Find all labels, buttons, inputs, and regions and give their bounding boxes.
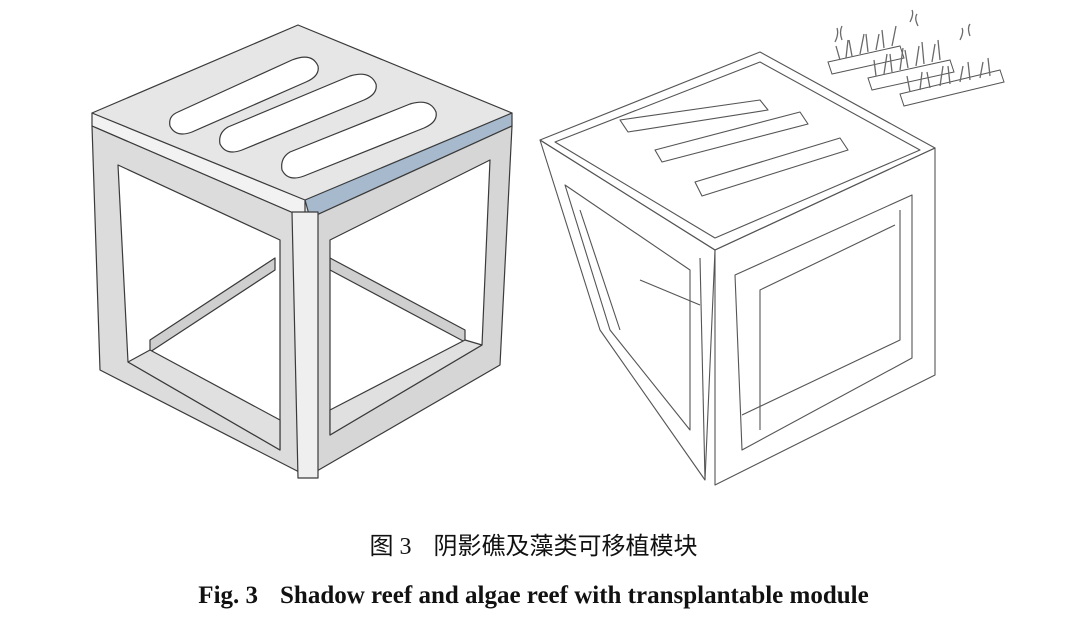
figure-caption-chinese: 图 3 阴影礁及藻类可移植模块 [0,526,1067,561]
shadow-reef-inner-bottom-right [329,339,483,436]
module-plate-1 [827,45,905,75]
figure-label-en: Fig. 3 [198,582,259,609]
figure-illustration [91,9,1005,486]
shadow-reef-cube [91,24,513,479]
algae-reef-left-inner-line-2 [639,279,701,306]
slot-1 [169,56,319,135]
algae-tips [834,9,971,43]
shadow-reef-inner-bottom-left [127,349,281,451]
shadow-reef-back-bar [149,257,276,353]
shadow-reef-back-bar-2 [329,257,466,343]
algae-reef-inner-back [741,210,901,416]
shadow-reef-slots [169,56,437,179]
algae-row-3 [906,57,991,93]
slot-3 [281,101,437,179]
algae-reef-front-edge [699,257,706,481]
figure-caption-cn-text: 阴影礁及藻类可移植模块 [433,532,698,560]
algae-slot-2 [654,111,809,163]
algae-reef-left-inner-line [579,209,621,331]
algae-reef-inner-floor [759,224,896,430]
slot-2 [219,73,377,153]
algae-slot-3 [694,137,849,197]
algae-reef-right-opening [734,194,913,451]
algae-reef-top-inner [554,61,921,239]
algae-row-1 [835,25,897,61]
module-plate-3 [899,69,1005,107]
figure-caption-en-text: Shadow reef and algae reef with transpla… [280,582,869,609]
algae-plants [834,9,991,93]
shadow-reef-front-edge [291,211,319,479]
module-plate-2 [867,59,955,91]
algae-row-2 [873,39,941,77]
algae-reef-cube [539,51,936,486]
figure-caption-english: Fig. 3 Shadow reef and algae reef with tr… [0,582,1067,610]
transplantable-module [827,45,1005,107]
algae-reef-right-face [714,147,936,486]
algae-slot-1 [619,99,769,133]
figure-label-cn: 图 3 [369,534,412,560]
algae-reef-left-opening [564,184,691,431]
